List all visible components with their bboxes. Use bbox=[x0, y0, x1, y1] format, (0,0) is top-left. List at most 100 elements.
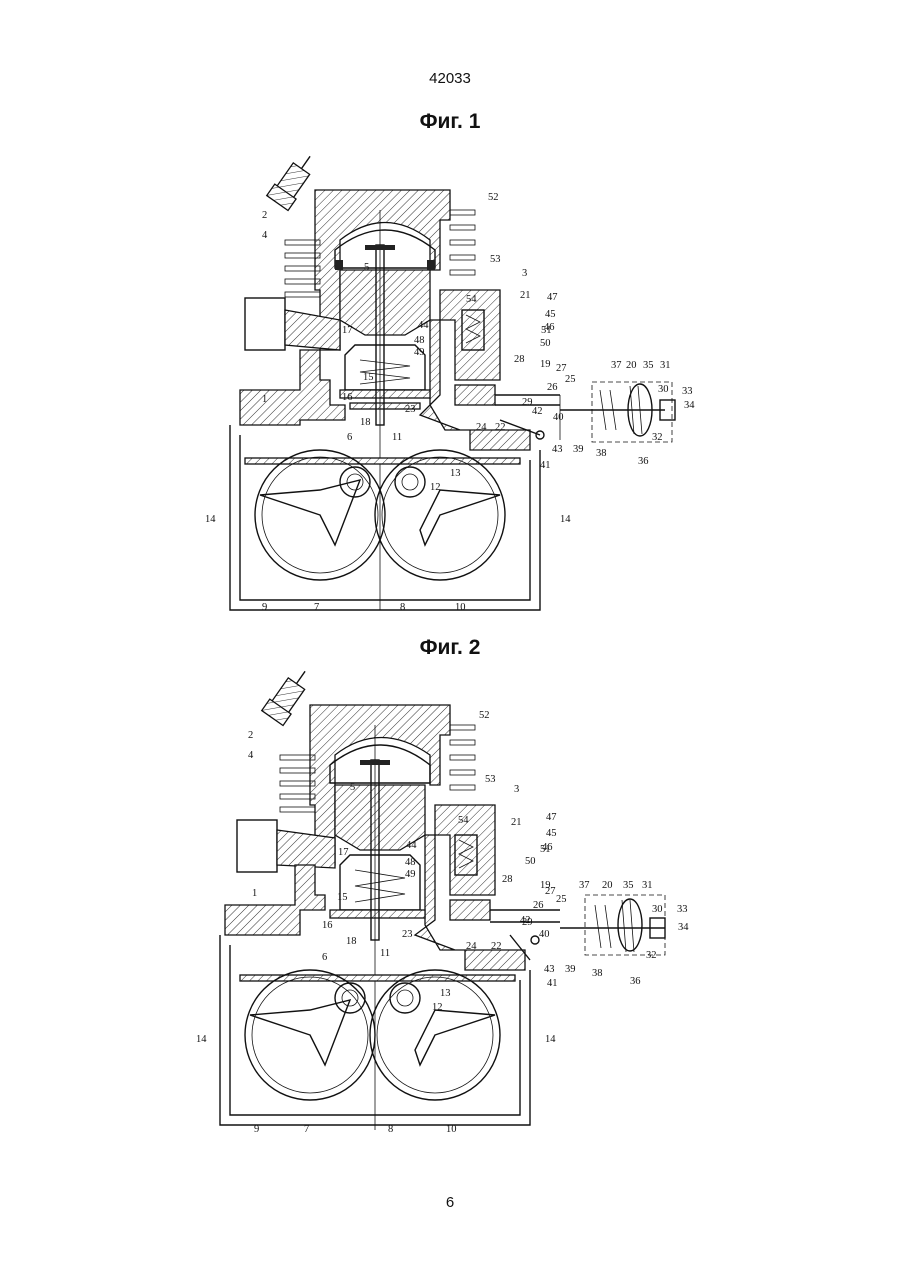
callout-label: 32 bbox=[652, 432, 663, 443]
callout-label: 8 bbox=[400, 602, 405, 613]
callout-label: 15 bbox=[363, 372, 374, 383]
callout-label: 51 bbox=[540, 844, 551, 855]
callout-label: 15 bbox=[337, 892, 348, 903]
callout-label: 52 bbox=[488, 192, 499, 203]
callout-label: 4 bbox=[248, 750, 254, 761]
callout-label: 39 bbox=[573, 444, 584, 455]
callout-label: 53 bbox=[485, 774, 496, 785]
callout-label: 44 bbox=[418, 320, 429, 331]
callout-label: 10 bbox=[446, 1124, 457, 1135]
callout-label: 24 bbox=[476, 422, 487, 433]
cooling-fins-right bbox=[450, 725, 475, 790]
callout-label: 22 bbox=[495, 422, 506, 433]
callout-label: 45 bbox=[546, 828, 557, 839]
figure-1-title: Фиг. 1 bbox=[0, 110, 900, 134]
callout-label: 34 bbox=[678, 922, 689, 933]
figure-2-drawing: 1234567891011121314141516171819202122232… bbox=[0, 670, 900, 1145]
figure-1-drawing: 1234567891011121314141516171819202122232… bbox=[0, 150, 900, 620]
page-number: 6 bbox=[0, 1194, 900, 1211]
cam-wheel-right bbox=[375, 450, 505, 580]
callout-label: 5 bbox=[350, 782, 355, 793]
callout-label: 18 bbox=[360, 417, 371, 428]
callout-label: 30 bbox=[652, 904, 663, 915]
callout-label: 27 bbox=[556, 363, 567, 374]
callout-label: 25 bbox=[556, 894, 567, 905]
spark-plug bbox=[262, 670, 316, 725]
callout-label: 14 bbox=[196, 1034, 207, 1045]
callout-label: 31 bbox=[642, 880, 653, 891]
callout-label: 49 bbox=[414, 347, 425, 358]
figure-2-title: Фиг. 2 bbox=[0, 636, 900, 660]
callout-label: 39 bbox=[565, 964, 576, 975]
callout-label: 41 bbox=[547, 978, 558, 989]
callout-label: 26 bbox=[547, 382, 558, 393]
callout-label: 9 bbox=[254, 1124, 259, 1135]
callout-label: 40 bbox=[553, 412, 564, 423]
callout-label: 2 bbox=[262, 210, 267, 221]
document-number: 42033 bbox=[0, 70, 900, 87]
callout-label: 30 bbox=[658, 384, 669, 395]
callout-label: 28 bbox=[502, 874, 513, 885]
callout-label: 37 bbox=[579, 880, 590, 891]
callout-label: 17 bbox=[342, 325, 353, 336]
callout-label: 29 bbox=[522, 397, 533, 408]
callout-label: 14 bbox=[545, 1034, 556, 1045]
callout-label: 50 bbox=[540, 338, 551, 349]
callout-label: 28 bbox=[514, 354, 525, 365]
callout-label: 20 bbox=[626, 360, 637, 371]
callout-label: 48 bbox=[405, 857, 416, 868]
callout-label: 23 bbox=[405, 404, 416, 415]
callout-label: 6 bbox=[322, 952, 327, 963]
callout-label: 24 bbox=[466, 941, 477, 952]
callout-label: 27 bbox=[545, 886, 556, 897]
callout-label: 53 bbox=[490, 254, 501, 265]
cam-wheel-left bbox=[245, 970, 375, 1100]
engine-drawing bbox=[230, 150, 675, 610]
callout-label: 3 bbox=[514, 784, 519, 795]
callout-label: 16 bbox=[342, 392, 353, 403]
callout-label: 3 bbox=[522, 268, 527, 279]
callout-label: 52 bbox=[479, 710, 490, 721]
callout-label: 42 bbox=[532, 406, 543, 417]
callout-label: 22 bbox=[491, 941, 502, 952]
callout-label: 17 bbox=[338, 847, 349, 858]
callout-label: 44 bbox=[406, 840, 417, 851]
callout-label: 10 bbox=[455, 602, 466, 613]
callout-label: 5 bbox=[364, 262, 369, 273]
callout-label: 43 bbox=[552, 444, 563, 455]
callout-label: 48 bbox=[414, 335, 425, 346]
callout-label: 11 bbox=[380, 948, 390, 959]
callout-label: 47 bbox=[547, 292, 558, 303]
callout-label: 2 bbox=[248, 730, 253, 741]
callout-label: 43 bbox=[544, 964, 555, 975]
callout-label: 1 bbox=[262, 394, 267, 405]
callout-label: 54 bbox=[466, 294, 477, 305]
callout-label: 35 bbox=[643, 360, 654, 371]
callout-label: 42 bbox=[520, 915, 531, 926]
callout-label: 40 bbox=[539, 929, 550, 940]
callout-label: 37 bbox=[611, 360, 622, 371]
cam-wheel-left bbox=[255, 450, 385, 580]
callout-label: 25 bbox=[565, 374, 576, 385]
callout-label: 50 bbox=[525, 856, 536, 867]
callout-label: 36 bbox=[630, 976, 641, 987]
callout-label: 21 bbox=[511, 817, 522, 828]
callout-label: 33 bbox=[682, 386, 693, 397]
callout-label: 12 bbox=[430, 482, 441, 493]
callout-label: 45 bbox=[545, 309, 556, 320]
callout-label: 12 bbox=[432, 1002, 443, 1013]
callout-label: 7 bbox=[304, 1124, 309, 1135]
callout-label: 34 bbox=[684, 400, 695, 411]
callout-label: 32 bbox=[646, 950, 657, 961]
callout-label: 13 bbox=[440, 988, 451, 999]
callout-label: 33 bbox=[677, 904, 688, 915]
callout-label: 4 bbox=[262, 230, 268, 241]
callout-label: 31 bbox=[660, 360, 671, 371]
cooling-fins-right bbox=[450, 210, 475, 275]
engine-drawing bbox=[220, 670, 665, 1130]
callout-label: 26 bbox=[533, 900, 544, 911]
callout-label: 51 bbox=[541, 325, 552, 336]
callout-label: 49 bbox=[405, 869, 416, 880]
callout-label: 20 bbox=[602, 880, 613, 891]
callout-label: 38 bbox=[596, 448, 607, 459]
